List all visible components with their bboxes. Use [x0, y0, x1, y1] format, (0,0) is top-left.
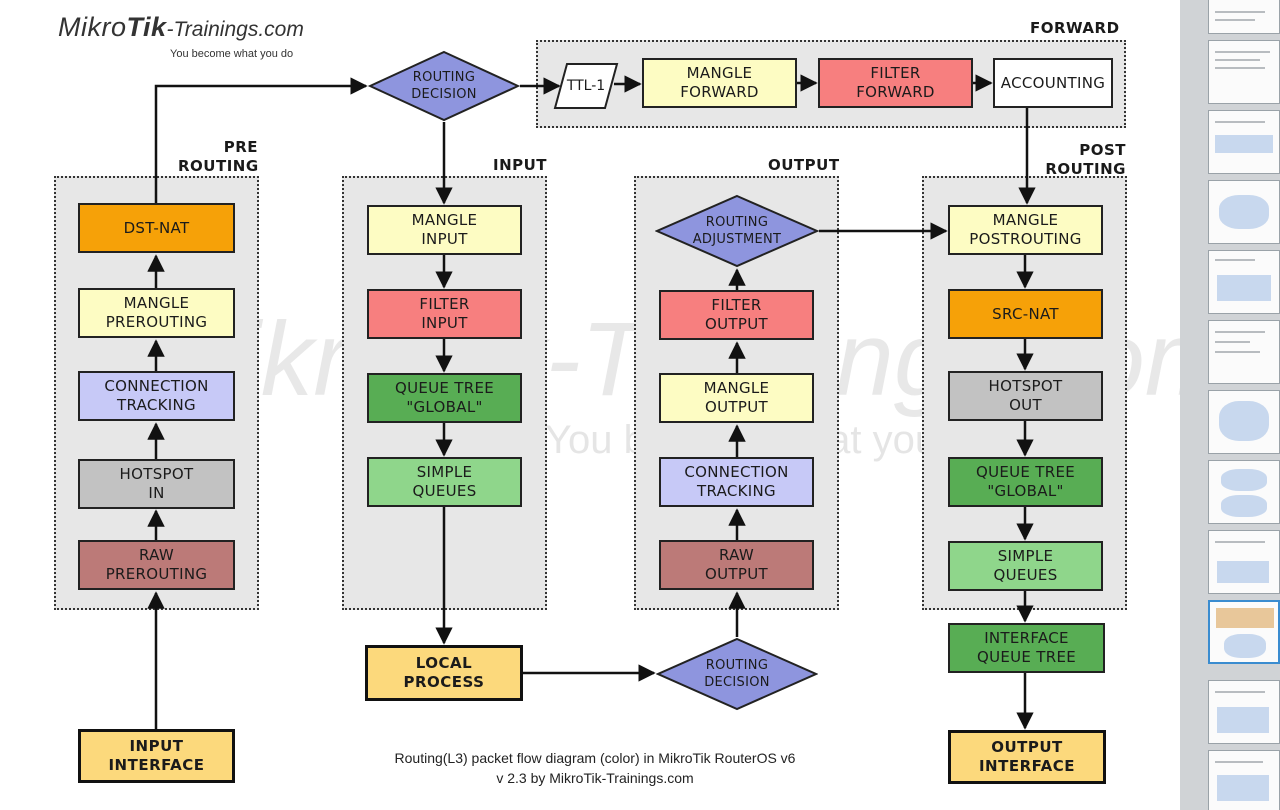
page-thumbnail[interactable]: [1208, 180, 1280, 244]
routing-decision-bottom-node: ROUTING DECISION: [656, 637, 818, 711]
page-thumbnail[interactable]: [1208, 40, 1280, 104]
local-process-node: LOCAL PROCESS: [365, 645, 523, 701]
input-interface-node: INPUT INTERFACE: [78, 729, 235, 783]
input-section-title: INPUT: [493, 156, 548, 174]
hotspot-in-node: HOTSPOT IN: [78, 459, 235, 509]
prerouting-section-title: PRE ROUTING: [178, 138, 259, 175]
routing-adjustment-node: ROUTING ADJUSTMENT: [655, 194, 819, 268]
logo-brand-light: Mikro: [58, 12, 127, 42]
raw-prerouting-node: RAW PREROUTING: [78, 540, 235, 590]
page-thumbnail[interactable]: [1208, 750, 1280, 810]
filter-input-node: FILTER INPUT: [367, 289, 522, 339]
page-thumbnail[interactable]: [1208, 250, 1280, 314]
page-thumbnail[interactable]: [1208, 680, 1280, 744]
routing-decision-top-node: ROUTING DECISION: [368, 50, 520, 122]
routing-adjustment-label: ROUTING ADJUSTMENT: [692, 215, 782, 247]
logo-brand-bold: Tik: [126, 12, 167, 42]
page-thumbnail[interactable]: [1208, 530, 1280, 594]
diagram-caption: Routing(L3) packet flow diagram (color) …: [330, 748, 860, 788]
accounting-node: ACCOUNTING: [993, 58, 1113, 108]
filter-forward-node: FILTER FORWARD: [818, 58, 973, 108]
mangle-prerouting-node: MANGLE PREROUTING: [78, 288, 235, 338]
mangle-forward-node: MANGLE FORWARD: [642, 58, 797, 108]
page-thumbnail[interactable]: [1208, 0, 1280, 34]
page-thumbnail-sidebar[interactable]: [1180, 0, 1280, 810]
src-nat-node: SRC-NAT: [948, 289, 1103, 339]
routing-adjustment-diamond: [655, 194, 819, 268]
routing-decision-bottom-label: ROUTING DECISION: [704, 658, 770, 690]
mangle-input-node: MANGLE INPUT: [367, 205, 522, 255]
watermark: MikroTik-Trainings.com You become what y…: [150, 300, 1180, 462]
page-thumbnail[interactable]: [1208, 460, 1280, 524]
hotspot-out-node: HOTSPOT OUT: [948, 371, 1103, 421]
simple-queues-post-node: SIMPLE QUEUES: [948, 541, 1103, 591]
mangle-output-node: MANGLE OUTPUT: [659, 373, 814, 423]
simple-queues-input-node: SIMPLE QUEUES: [367, 457, 522, 507]
page-thumbnail-current[interactable]: [1208, 600, 1280, 664]
page-thumbnail[interactable]: [1208, 320, 1280, 384]
routing-decision-top-diamond: [368, 50, 520, 122]
output-interface-node: OUTPUT INTERFACE: [948, 730, 1106, 784]
caption-line-2: v 2.3 by MikroTik-Trainings.com: [496, 770, 694, 786]
output-section-title: OUTPUT: [768, 156, 840, 174]
forward-section-title: FORWARD: [1030, 19, 1120, 37]
page-thumbnail[interactable]: [1208, 110, 1280, 174]
caption-line-1: Routing(L3) packet flow diagram (color) …: [394, 750, 796, 766]
logo-domain: -Trainings.com: [166, 18, 304, 41]
interface-queue-tree-node: INTERFACE QUEUE TREE: [948, 623, 1105, 673]
connection-tracking-out-node: CONNECTION TRACKING: [659, 457, 814, 507]
mikrotik-trainings-logo: MikroTik-Trainings.com You become what y…: [58, 12, 304, 60]
filter-output-node: FILTER OUTPUT: [659, 290, 814, 340]
ttl-node: TTL-1: [553, 62, 619, 110]
logo-brand: MikroTik: [58, 12, 167, 42]
page-thumbnail[interactable]: [1208, 390, 1280, 454]
routing-decision-top-label: ROUTING DECISION: [411, 70, 477, 102]
dst-nat-node: DST-NAT: [78, 203, 235, 253]
routing-decision-bottom-diamond: [656, 637, 818, 711]
connection-tracking-pre-node: CONNECTION TRACKING: [78, 371, 235, 421]
queue-tree-global-post-node: QUEUE TREE "GLOBAL": [948, 457, 1103, 507]
mangle-postrouting-node: MANGLE POSTROUTING: [948, 205, 1103, 255]
packet-flow-diagram: MikroTik-Trainings.com You become what y…: [54, 12, 1180, 788]
ttl-label: TTL-1: [566, 78, 606, 94]
queue-tree-global-input-node: QUEUE TREE "GLOBAL": [367, 373, 522, 423]
logo-tagline: You become what you do: [170, 48, 294, 60]
watermark-brand: MikroTik-Trainings.com: [150, 300, 1180, 420]
postrouting-section-title: POST ROUTING: [1045, 141, 1126, 178]
raw-output-node: RAW OUTPUT: [659, 540, 814, 590]
